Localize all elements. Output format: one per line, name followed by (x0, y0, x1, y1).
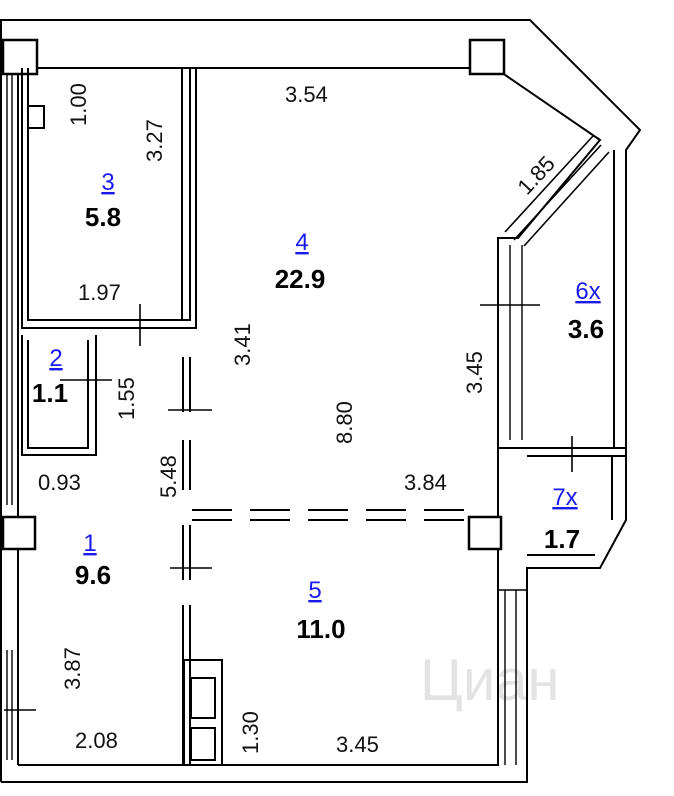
bay-window-line-3 (523, 151, 610, 247)
room-3-shaft (27, 105, 45, 129)
dim-1-97: 1.97 (78, 280, 121, 305)
room-6x-area: 3.6 (568, 314, 604, 344)
dim-1-30: 1.30 (238, 711, 263, 754)
room-2-area: 1.1 (32, 378, 68, 408)
column-mid-right (467, 515, 503, 551)
room-5-number: 5 (308, 577, 321, 604)
dim-1-55: 1.55 (114, 377, 139, 420)
column-top-left (1, 38, 39, 76)
dim-0-93: 0.93 (38, 470, 81, 495)
bay-window-line-1 (504, 135, 594, 233)
room-4-number: 4 (295, 229, 308, 256)
column-mid-left (1, 515, 37, 551)
room-6x-number: 6х (575, 278, 600, 305)
room-3-walls (21, 68, 197, 329)
room-labels: 1 9.6 2 1.1 3 5.8 4 22.9 5 11.0 6х 3.6 7… (32, 169, 604, 644)
closet-cell-bottom (190, 727, 216, 761)
dimension-ticks (4, 304, 573, 711)
dim-1-85: 1.85 (512, 151, 559, 199)
dim-3-45-bottom: 3.45 (336, 732, 379, 757)
closet (183, 659, 223, 766)
room-3-outer (21, 68, 197, 329)
dim-1-00: 1.00 (66, 83, 91, 126)
room-3-area: 5.8 (85, 202, 121, 232)
room-2-number: 2 (49, 345, 62, 372)
dim-3-41: 3.41 (230, 323, 255, 366)
dim-8-80: 8.80 (332, 401, 357, 444)
dim-2-08: 2.08 (75, 728, 118, 753)
columns (1, 38, 506, 551)
room-7x-number: 7х (552, 484, 577, 511)
room-3-inner (27, 68, 191, 321)
room-2-outer (21, 335, 97, 456)
dim-5-48: 5.48 (156, 455, 181, 498)
closet-cell-top (190, 677, 216, 719)
closet-outline (183, 659, 223, 766)
watermark-text: Циан (420, 648, 560, 713)
dim-3-87: 3.87 (60, 647, 85, 690)
dim-3-27: 3.27 (142, 119, 167, 162)
room-1-number: 1 (83, 530, 96, 557)
room-5-area: 11.0 (296, 614, 345, 644)
partition-dashed (192, 509, 480, 521)
outer-wall-outer-line (0, 19, 642, 783)
bay-window (504, 135, 610, 247)
dim-3-54: 3.54 (285, 82, 328, 107)
room-2-walls (21, 335, 97, 456)
room-3-number: 3 (101, 169, 114, 196)
room-4-area: 22.9 (275, 264, 326, 294)
dim-3-45-bay: 3.45 (462, 351, 487, 394)
column-top-right (468, 38, 506, 76)
bay-window-line-2 (513, 144, 602, 241)
left-windows (6, 70, 13, 760)
room-2-inner (27, 340, 89, 449)
room-1-area: 9.6 (75, 560, 111, 590)
right-windows (497, 245, 527, 765)
room-7x-area: 1.7 (544, 524, 580, 554)
dim-3-84: 3.84 (404, 470, 447, 495)
